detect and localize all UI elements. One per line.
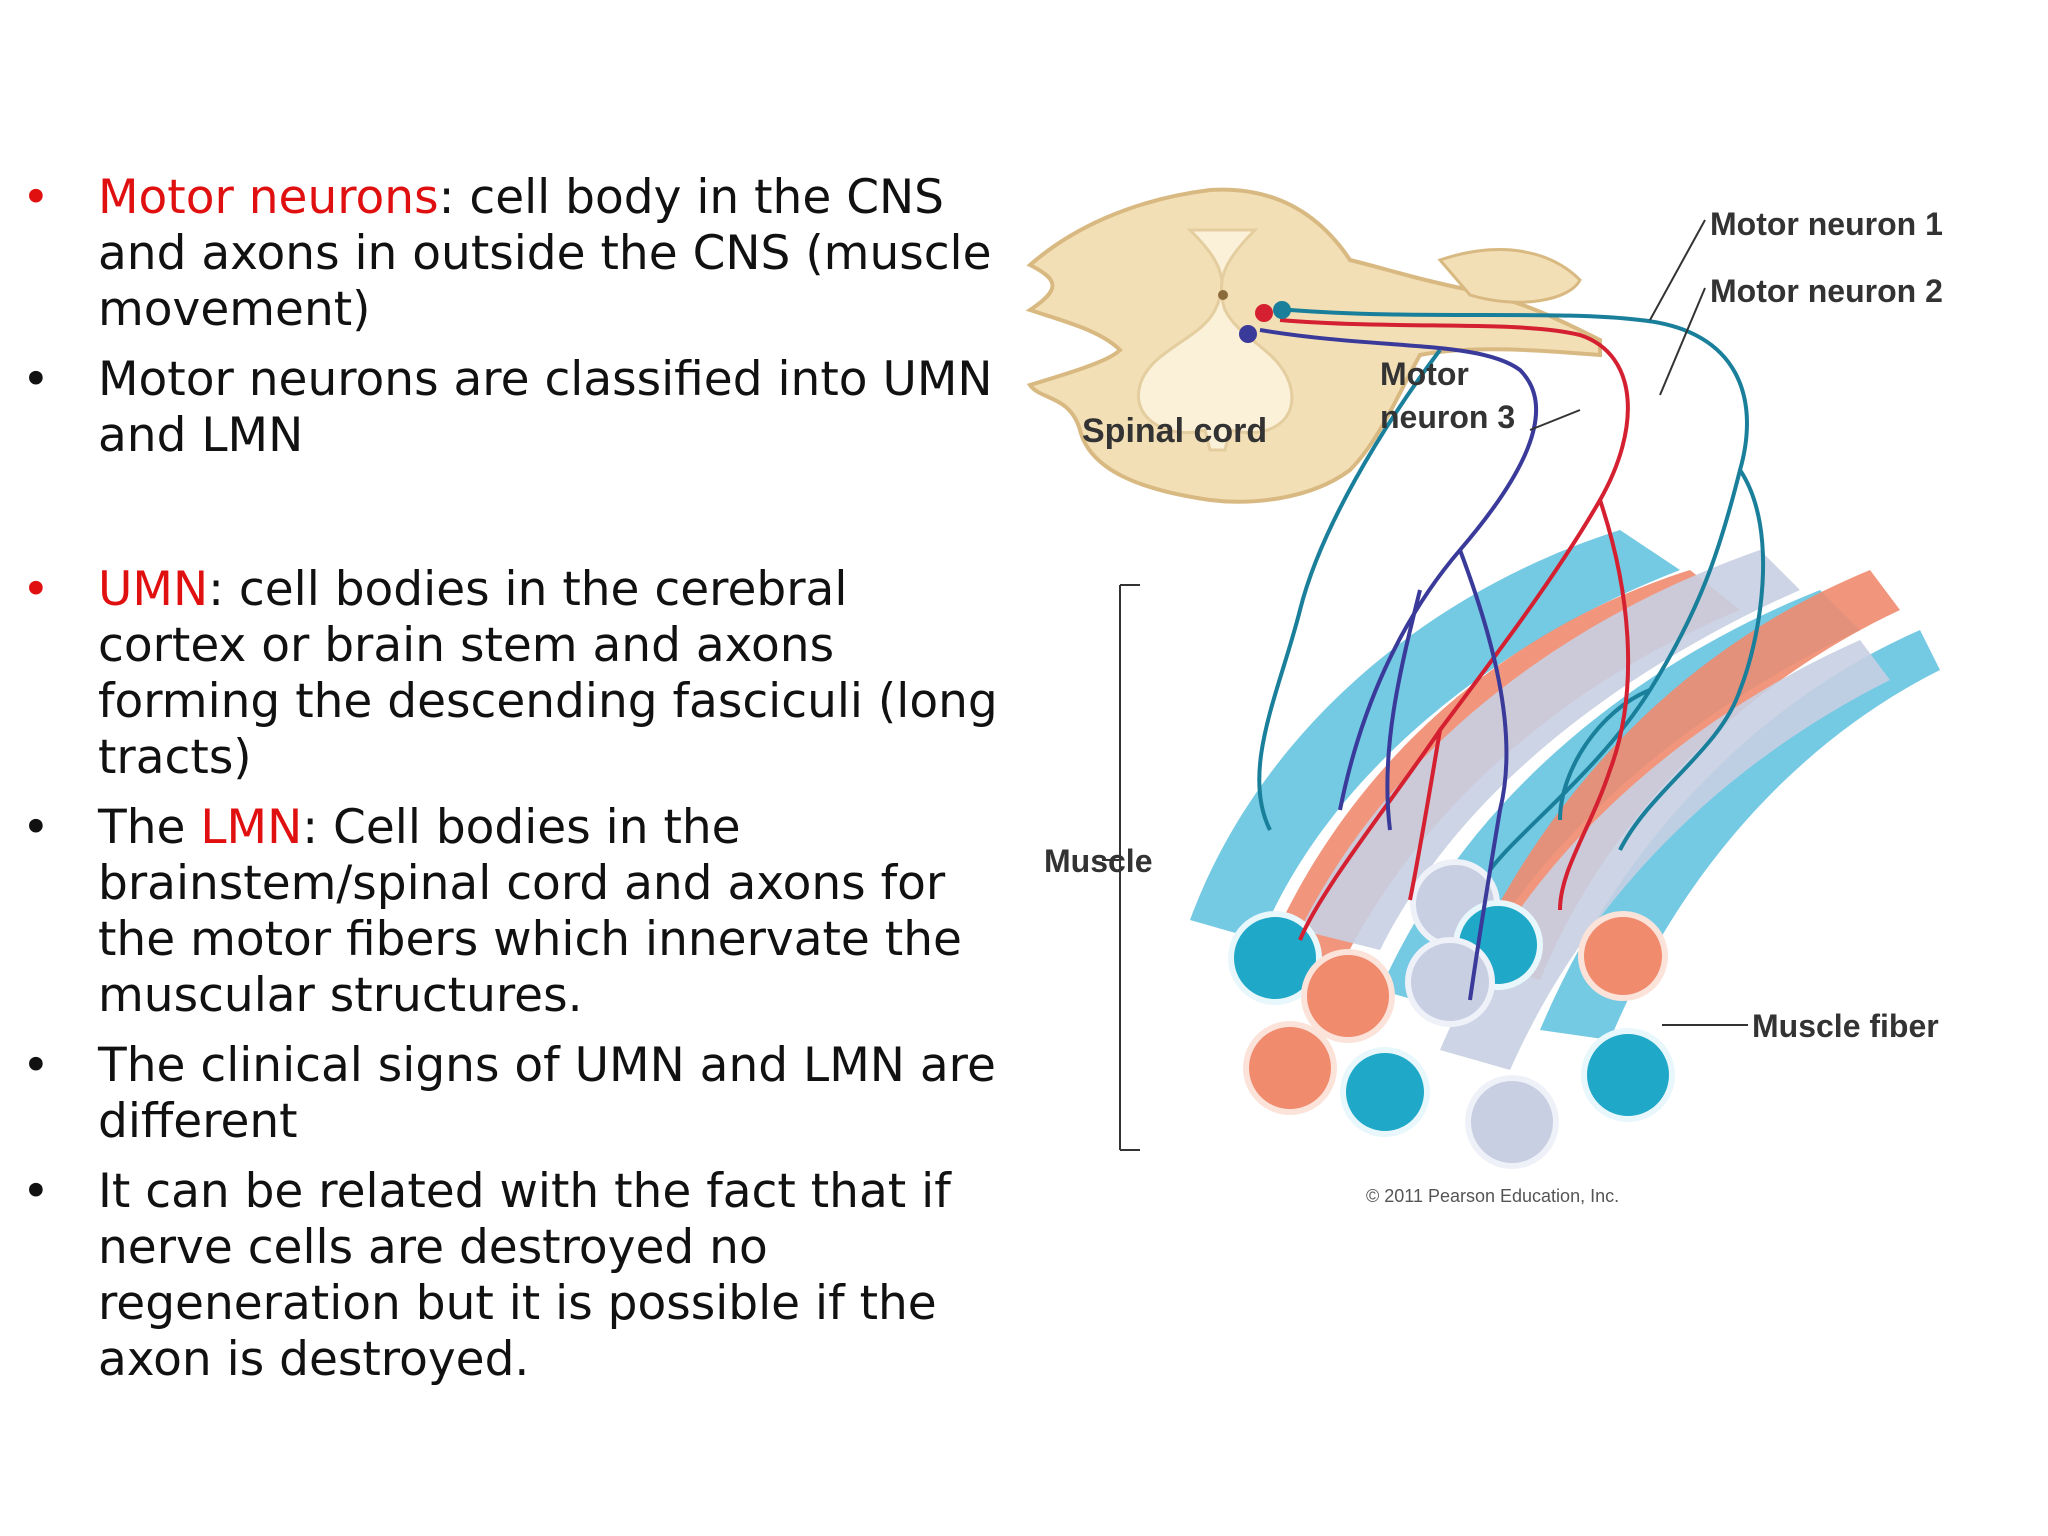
spinal-cord-icon	[1025, 187, 1602, 504]
fiber-cross-sections	[1228, 859, 1675, 1169]
fiber-end-gray	[1465, 1075, 1559, 1169]
label-muscle-fiber: Muscle fiber	[1752, 1008, 1939, 1044]
label-motor-neuron-3-line2: neuron 3	[1380, 399, 1515, 435]
bullet-item: • The LMN: Cell bodies in the brainstem/…	[0, 800, 1000, 1024]
muscle-fiber-shape	[1440, 640, 1890, 1070]
bullet-spacer	[0, 478, 1000, 562]
copyright-text: © 2011 Pearson Education, Inc.	[1366, 1186, 1619, 1206]
label-motor-neuron-3-line1: Motor	[1380, 356, 1469, 392]
bullet-text: : cell body in the CNS and axons in outs…	[98, 170, 992, 337]
label-motor-neuron-2: Motor neuron 2	[1710, 273, 1943, 309]
motor-neuron-1-axon	[1289, 308, 1749, 872]
central-canal-icon	[1218, 290, 1228, 300]
gray-matter-shape	[1136, 228, 1294, 452]
label-muscle: Muscle	[1044, 843, 1152, 879]
leader-lines	[1102, 219, 1748, 1151]
neuron-axons-group	[1257, 308, 1766, 1001]
bullet-highlight: Motor neurons	[98, 170, 439, 225]
bullet-dot: •	[22, 562, 50, 617]
bullet-dot: •	[22, 170, 50, 225]
motor-neuron-2-branch	[1558, 499, 1631, 911]
bullet-text: : cell bodies in the cerebral cortex or …	[98, 562, 998, 785]
motor-neuron-1-soma-icon	[1273, 301, 1291, 319]
motor-neuron-2-branch	[1408, 729, 1442, 901]
leader-line	[1659, 287, 1706, 396]
label-motor-neuron-1: Motor neuron 1	[1710, 206, 1943, 242]
fiber-end-blue	[1581, 1028, 1675, 1122]
motor-neuron-3-branch	[1385, 589, 1422, 831]
leader-line	[1529, 409, 1581, 431]
motor-neuron-1-branch	[1257, 348, 1442, 831]
motor-neuron-1-branch	[1558, 688, 1651, 821]
spinal-cord-shape	[1025, 187, 1602, 504]
muscle-fibers-group	[1190, 530, 1940, 1169]
bullet-dot: •	[22, 1038, 50, 1093]
motor-neuron-3-axon	[1259, 328, 1538, 811]
bullet-item: • Motor neurons: cell body in the CNS an…	[0, 170, 1000, 338]
fiber-end-gray	[1405, 937, 1495, 1027]
bullet-list: • Motor neurons: cell body in the CNS an…	[0, 170, 1000, 1402]
fiber-end-salmon	[1243, 1021, 1337, 1115]
motor-neuron-3-soma-icon	[1239, 325, 1257, 343]
label-spinal-cord: Spinal cord	[1082, 412, 1267, 450]
fiber-end-salmon	[1301, 949, 1395, 1043]
dorsal-root-ganglion-shape	[1437, 248, 1582, 304]
bullet-item: • It can be related with the fact that i…	[0, 1164, 1000, 1388]
bullet-dot: •	[22, 800, 50, 855]
bullet-highlight: LMN	[200, 800, 303, 855]
motor-neuron-2-soma-icon	[1255, 304, 1273, 322]
neuron-cell-bodies	[1239, 301, 1291, 343]
motor-neuron-3-branch	[1458, 549, 1509, 1001]
bullet-highlight: UMN	[98, 562, 209, 617]
bullet-text: : Cell bodies in the brainstem/spinal co…	[98, 800, 962, 1023]
bullet-text: The	[98, 800, 201, 855]
muscle-fiber-shape	[1190, 530, 1680, 940]
fiber-end-blue	[1228, 911, 1322, 1005]
leader-line	[1649, 219, 1706, 321]
bullet-item: • The clinical signs of UMN and LMN are …	[0, 1038, 1000, 1150]
motor-unit-svg: Motor neuron 1 Motor neuron 2 Motor neur…	[1025, 187, 1943, 1206]
motor-neuron-1-branch	[1618, 468, 1766, 851]
fiber-end-blue	[1340, 1047, 1430, 1137]
bullet-text: It can be related with the fact that if …	[98, 1164, 951, 1387]
bullet-dot: •	[22, 1164, 50, 1219]
fiber-end-salmon	[1578, 911, 1668, 1001]
bullet-text: Motor neurons are classified into UMN an…	[98, 352, 993, 463]
bullet-text: The clinical signs of UMN and LMN are di…	[98, 1038, 996, 1149]
bullet-dot: •	[22, 352, 50, 407]
bullet-item: • UMN: cell bodies in the cerebral corte…	[0, 562, 1000, 786]
bullet-item: • Motor neurons are classified into UMN …	[0, 352, 1000, 464]
motor-unit-illustration: Motor neuron 1 Motor neuron 2 Motor neur…	[1000, 170, 2048, 1250]
